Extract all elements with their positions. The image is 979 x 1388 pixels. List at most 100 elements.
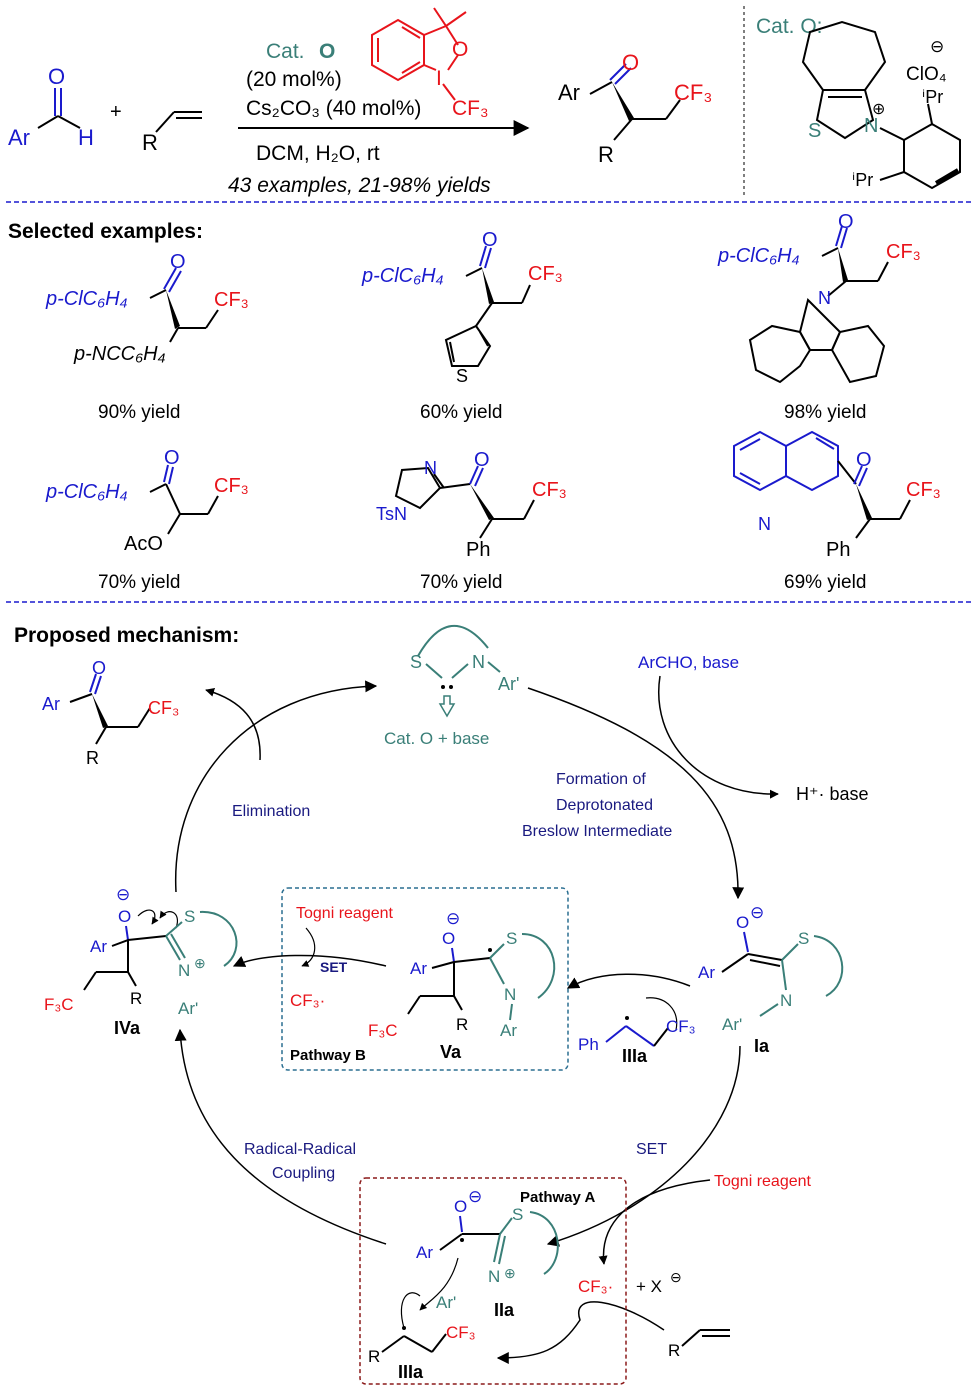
pathway-b-set: SET <box>320 959 348 975</box>
alkene-r: R <box>142 130 158 155</box>
cond-mol: (20 mol%) <box>246 68 342 91</box>
iia-s: S <box>512 1205 523 1224</box>
iva-r: R <box>130 989 142 1008</box>
cat-o-label: Cat. O: <box>756 15 823 38</box>
iva-label: IVa <box>114 1018 141 1038</box>
va-n: N <box>504 985 516 1004</box>
pathway-a-set: SET <box>636 1141 667 1158</box>
radical-coupling-line-1: Radical-Radical <box>244 1141 356 1158</box>
iva-ar: Ar <box>90 937 107 956</box>
formation-line-2: Deprotonated <box>556 797 653 814</box>
ia-ar-prime: Ar' <box>722 1015 742 1034</box>
radical-IIIa-r: R CF₃ IIIa <box>368 1323 476 1382</box>
ex5-n-ring: N <box>424 458 437 478</box>
va-ar: Ar <box>410 959 427 978</box>
va-f3c: F₃C <box>368 1021 398 1040</box>
iva-s: S <box>184 907 195 926</box>
ex2-o: O <box>482 229 498 251</box>
ex2-s: S <box>456 366 468 386</box>
pathway-a-togni: Togni reagent <box>714 1173 812 1190</box>
cycle-arc-left-bottom <box>174 1028 387 1245</box>
plus-sign: + <box>110 101 122 123</box>
example-3: p-ClC₆H₄ O CF₃ N 98% yield <box>717 211 921 423</box>
iia-radical-arrow <box>419 1257 459 1311</box>
intermediate-Va: ⊖ O Ar S N Ar R F₃C Va <box>368 909 556 1062</box>
ia-ar: Ar <box>698 963 715 982</box>
ia-to-va-arrow <box>566 973 691 989</box>
ia-o: O <box>736 913 749 932</box>
product-o: O <box>622 50 639 75</box>
product-r: R <box>598 142 614 167</box>
ex2-cf3: CF₃ <box>528 263 563 285</box>
carbene-cat-label: Cat. O + base <box>384 729 489 748</box>
ex3-cf3: CF₃ <box>886 241 921 263</box>
ia-s: S <box>798 929 809 948</box>
ex4-aryl: p-ClC₆H₄ <box>45 481 128 503</box>
cond-cat-letter: O <box>319 40 335 63</box>
ex6-o: O <box>856 449 872 471</box>
product-ar: Ar <box>558 80 580 105</box>
togni-to-cf3-arrow <box>598 1179 711 1265</box>
cycle-arc-right-top <box>527 687 745 900</box>
ex6-yield: 69% yield <box>784 572 866 593</box>
ex1-cf3: CF₃ <box>214 289 249 311</box>
elimination-label: Elimination <box>232 803 310 820</box>
carbene-catalyst: S N Ar' Cat. O + base <box>384 624 519 748</box>
mp-ar: Ar <box>42 694 60 714</box>
iva-ar-prime: Ar' <box>178 999 198 1018</box>
intermediate-IIa: O ⊖ Ar S N ⊕ Ar' IIa <box>416 1187 559 1320</box>
x-minus: + X <box>636 1277 662 1296</box>
iia-minus: ⊖ <box>468 1187 482 1206</box>
ex6-sub: Ph <box>826 539 850 561</box>
iiia-lower-cf3: CF₃ <box>446 1323 476 1342</box>
ex3-o: O <box>838 211 854 233</box>
cat-n-plus: ⊕ <box>872 101 885 118</box>
pathway-a-box <box>359 1177 627 1385</box>
cat-ipr-top: ⁱPr <box>922 87 943 107</box>
ex1-o: O <box>170 251 186 273</box>
iva-n: N <box>178 961 190 980</box>
ex1-yield: 90% yield <box>98 402 180 423</box>
ex4-o: O <box>164 447 180 469</box>
ex5-cf3: CF₃ <box>532 479 567 501</box>
examples-title: Selected examples: <box>8 220 203 243</box>
iva-minus: ⊖ <box>116 885 130 904</box>
aldehyde-ar: Ar <box>8 125 30 150</box>
formation-line-1: Formation of <box>556 771 646 788</box>
catalyst-structure: Cat. O: S N ⊕ ⁱPr ⁱPr ClO₄ ⊖ <box>756 15 961 190</box>
mechanism-product: O Ar CF₃ R <box>42 658 179 768</box>
ia-label: Ia <box>754 1036 770 1056</box>
pathway-a-cf3-radical: CF₃· <box>578 1277 613 1296</box>
ex5-sub: Ph <box>466 539 490 561</box>
iiia-ph: Ph <box>578 1035 599 1054</box>
ma-r: R <box>668 1341 680 1360</box>
iiia-cf3: CF₃ <box>666 1017 696 1036</box>
va-o: O <box>442 929 455 948</box>
ex3-n: N <box>818 288 831 308</box>
formation-line-3: Breslow Intermediate <box>522 823 672 840</box>
iia-label: IIa <box>494 1300 515 1320</box>
ex5-o: O <box>474 449 490 471</box>
aldehyde-structure: O Ar H <box>8 64 94 150</box>
iia-ar-prime: Ar' <box>436 1293 456 1312</box>
ia-n: N <box>780 991 792 1010</box>
cond-cat-prefix: Cat. <box>266 40 305 63</box>
va-label: Va <box>440 1042 462 1062</box>
togni-i: I <box>436 67 442 90</box>
archo-arrow <box>658 675 779 799</box>
cycle-arc-right-bottom <box>546 1045 741 1247</box>
pathway-b-box <box>281 887 569 1071</box>
togni-o: O <box>452 38 468 61</box>
iva-f3c: F₃C <box>44 995 74 1014</box>
ex1-aryl: p-ClC₆H₄ <box>45 288 128 310</box>
va-ar: Ar <box>500 1021 517 1040</box>
iiia-radical-arrow <box>400 1292 421 1329</box>
cycle-arc-left-top <box>175 680 378 893</box>
alkene-structure: R <box>142 111 202 155</box>
x-minus-sign: ⊖ <box>670 1269 682 1285</box>
example-1: p-ClC₆H₄ O CF₃ p-NCC₆H₄ 90% yield <box>45 251 249 423</box>
ex6-cf3: CF₃ <box>906 479 941 501</box>
va-s: S <box>506 929 517 948</box>
elimination-arrow <box>205 687 261 761</box>
aldehyde-o: O <box>48 64 65 89</box>
